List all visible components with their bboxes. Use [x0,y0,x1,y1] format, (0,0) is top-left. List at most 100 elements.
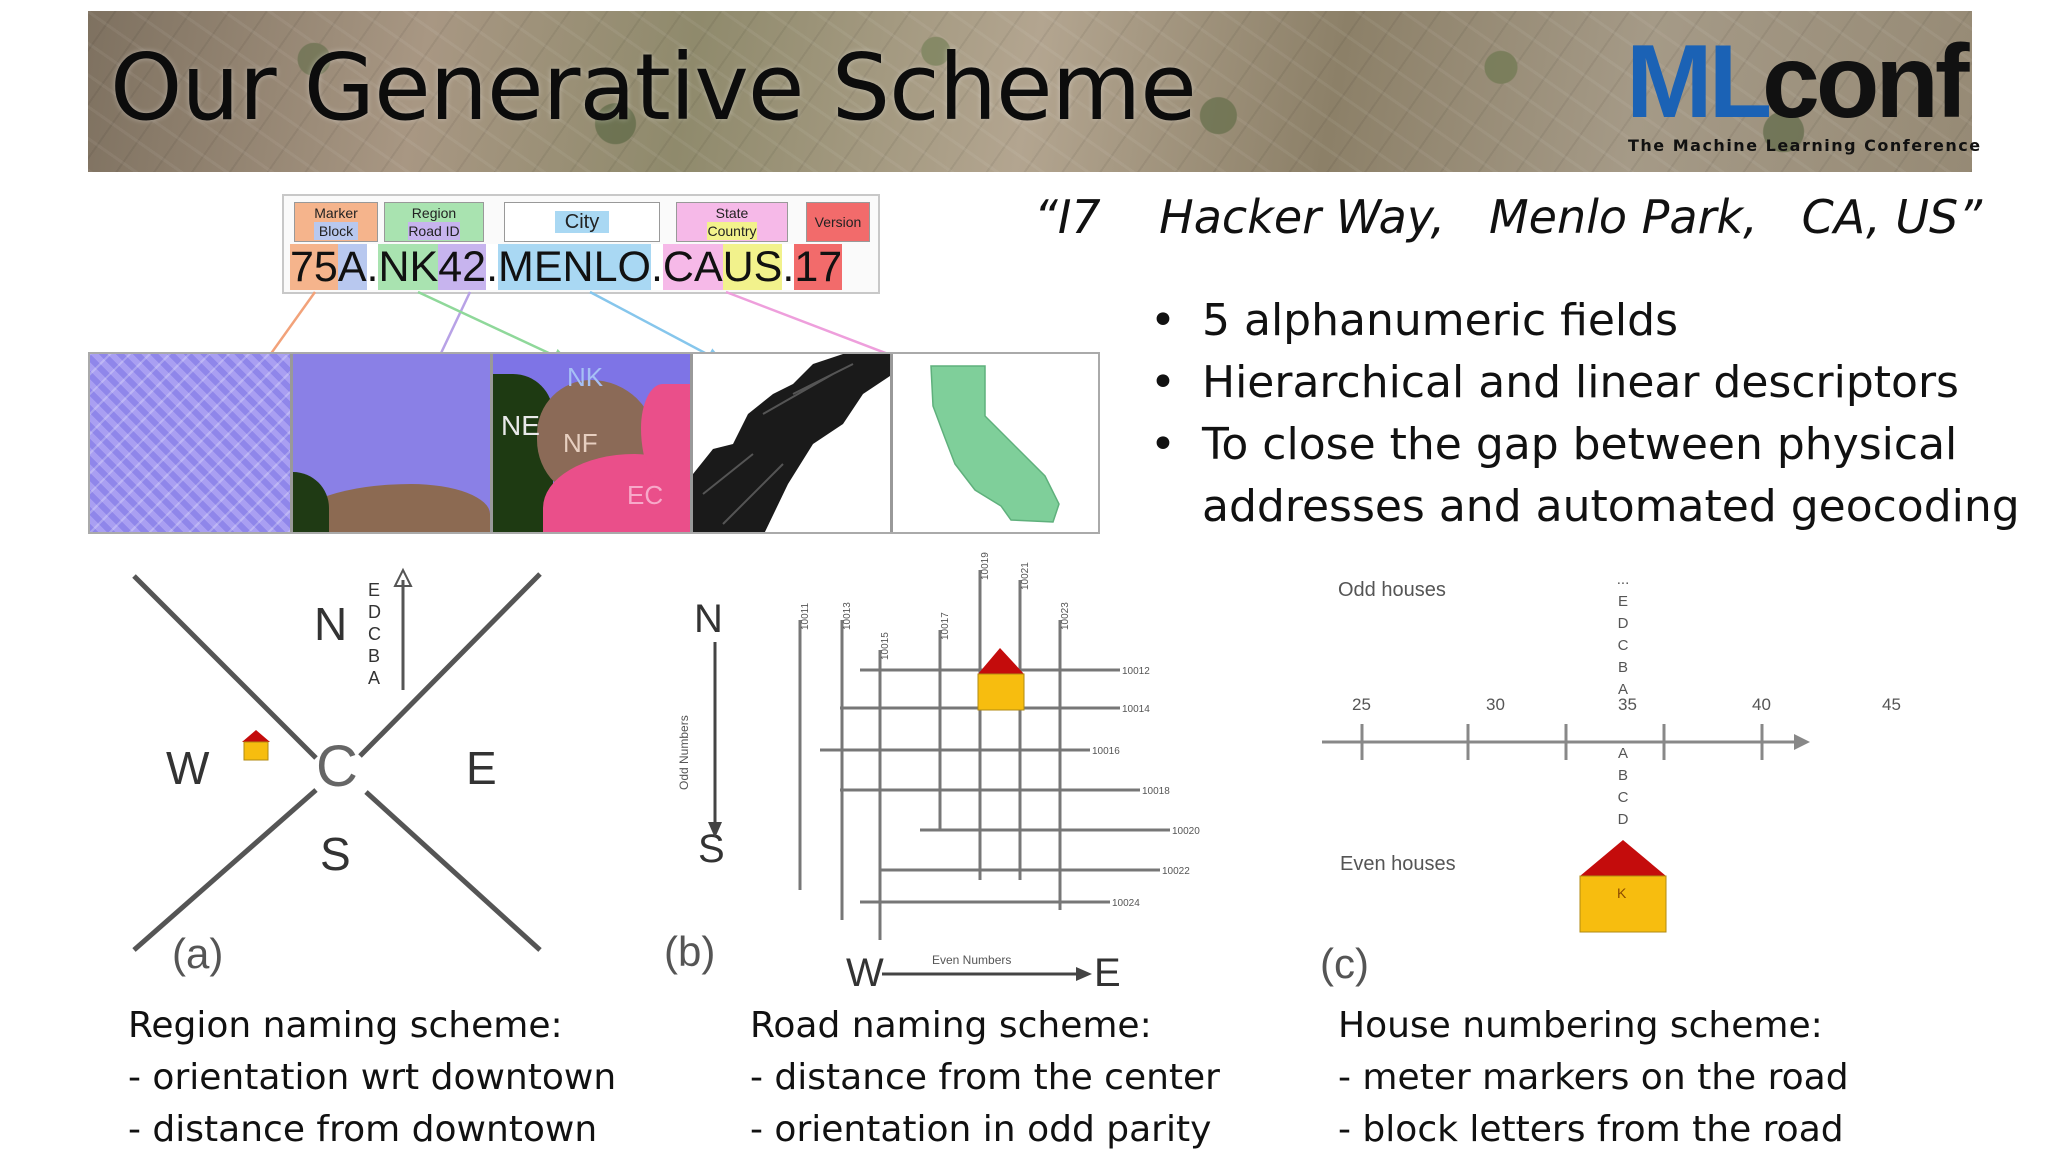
tick-label-45: 45 [1882,695,1901,714]
caption-line: - meter markers on the road [1338,1057,1849,1098]
letter-up-a: A [1618,681,1628,698]
label-road-id: Road ID [408,222,460,240]
region-ec: EC [627,480,664,510]
letter-dots: ... [1617,571,1630,588]
arrow-city [589,290,725,364]
title-banner [88,11,1972,172]
map-regions: NK NE NF EC [493,354,693,532]
logo-conf: conf [1762,24,1970,140]
letter-down-b: B [1618,767,1628,784]
caption-line: - distance from downtown [128,1109,598,1150]
even-houses-label: Even houses [1340,853,1456,875]
meter-axis [1322,724,1798,760]
map-state [893,354,1096,532]
caption-region: Region naming scheme: - orientation wrt … [128,1000,616,1152]
road-v-2: 10013 [842,602,853,630]
tick-label-30: 30 [1486,695,1505,714]
code-segment: . [782,243,795,291]
caption-title: House numbering scheme: [1338,1005,1823,1046]
letter-up-c: C [1618,637,1629,654]
label-city: City [554,211,610,233]
letter-up-d: D [1618,615,1629,632]
code-segment: . [366,243,379,291]
code-segment: CA [662,243,723,291]
bullet-dot: • [1150,357,1176,408]
bullet-text: To close the gap between physical addres… [1202,419,2020,532]
region-nk: NK [567,362,604,392]
code-segment: . [650,243,663,291]
letter-down-a: A [1618,745,1628,762]
bullet-dot: • [1150,419,1176,470]
map-strip: NK NE NF EC [88,352,1100,534]
odd-houses-label: Odd houses [1338,579,1446,601]
letter-d: D [368,602,381,622]
bullet-item: • Hierarchical and linear descriptors [1150,352,2030,414]
letter-a: A [368,668,380,688]
arrow-region [417,290,571,364]
road-v-6: 10021 [1020,562,1031,590]
bullet-item: • 5 alphanumeric fields [1150,290,2030,352]
label-block: Block [314,222,358,240]
tick-label-25: 25 [1352,695,1371,714]
label-state: State [715,205,749,221]
tick-label-40: 40 [1752,695,1771,714]
bullet-text: Hierarchical and linear descriptors [1202,357,1959,408]
caption-line: - orientation wrt downtown [128,1057,617,1098]
road-h-4: 10018 [1142,786,1170,797]
caption-line: - block letters from the road [1338,1109,1844,1150]
compass-n-b: N [694,597,723,641]
letter-c: C [368,624,381,644]
letter-down-c: C [1618,789,1629,806]
slide-title: Our Generative Scheme [110,34,1197,141]
letter-up-b: B [1618,659,1628,676]
logo-ml: ML [1626,24,1772,140]
house-icon [242,730,270,761]
panel-b: (b) [664,928,715,975]
mlconf-logo: ML conf The Machine Learning Conference [1626,24,1980,160]
diagram-a-region: N S W E C E D C B A (a) [132,567,542,977]
label-marker: Marker [314,205,358,221]
bullet-list: • 5 alphanumeric fields • Hierarchical and… [1150,290,2030,538]
compass-n: N [314,598,347,650]
panel-a: (a) [172,930,223,977]
code-segment: 17 [794,243,843,291]
road-h-3: 10016 [1092,746,1120,757]
city-shape [693,354,890,532]
label-region: Region [411,205,457,221]
road-v-7: 10023 [1060,602,1071,630]
road-h-6: 10022 [1162,866,1190,877]
region-nf: NF [563,428,598,458]
road-h-7: 10024 [1112,898,1140,909]
road-h-1: 10012 [1122,666,1150,677]
road-v-3: 10015 [880,632,891,660]
road-grid [798,570,1170,940]
california-shape [930,365,1060,523]
compass-e-b: E [1094,951,1121,995]
region-ne: NE [501,410,540,441]
code-segment: NK [378,243,439,291]
caption-line: - orientation in odd parity [750,1109,1212,1150]
code-segment: A [337,243,367,291]
diagram-b-road: N S Odd Numbers 10011 10013 10015 10017 … [664,552,1200,995]
map-block-grid [90,354,293,532]
bullet-text: 5 alphanumeric fields [1202,295,1679,346]
bullet-dot: • [1150,295,1176,346]
bullet-item: • To close the gap between physical addre… [1150,414,2030,538]
house-icon [977,648,1025,711]
letter-b: B [368,646,380,666]
label-country: Country [707,222,757,240]
letter-e: E [368,580,380,600]
road-v-5: 10019 [980,552,991,580]
compass-w: W [166,742,210,794]
logo-tagline: The Machine Learning Conference [1628,136,1982,155]
code-segment: US [722,243,783,291]
caption-title: Region naming scheme: [128,1005,563,1046]
road-h-5: 10020 [1172,826,1200,837]
example-address: “I7 Hacker Way, Menlo Park, CA, US” [1034,190,1983,244]
label-version: Version [806,202,870,242]
house-icon: K [1579,840,1667,933]
